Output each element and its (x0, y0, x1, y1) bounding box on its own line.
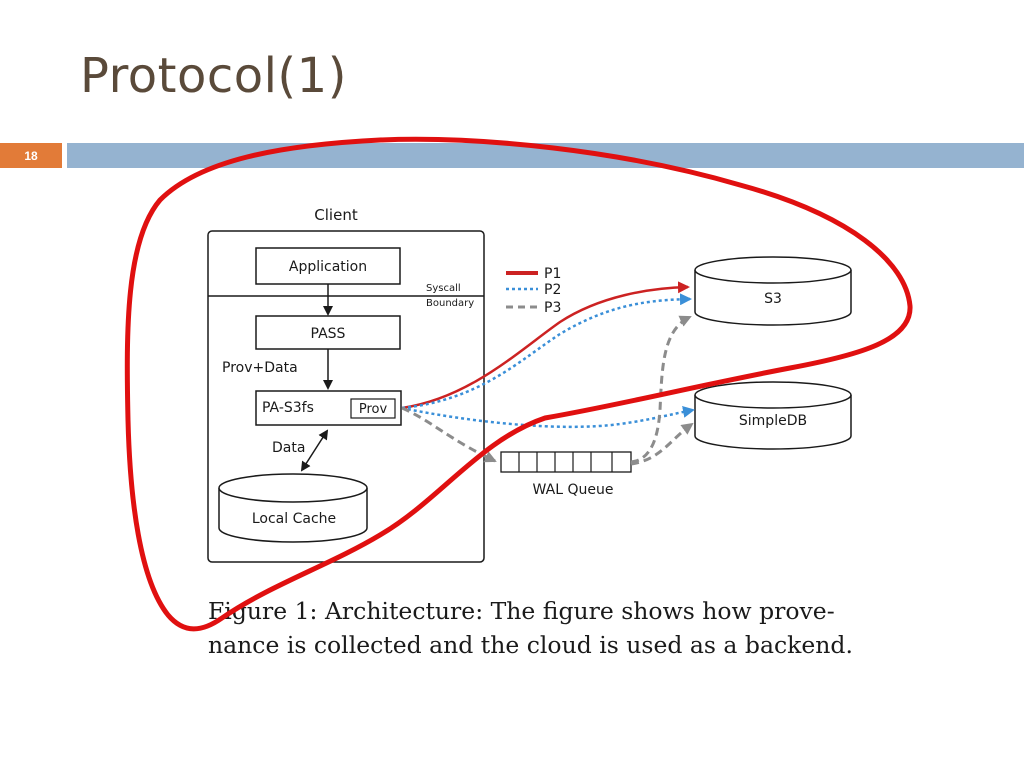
prov-label: Prov (359, 402, 388, 417)
legend: P1 P2 P3 (506, 266, 561, 316)
data-arrow (300, 429, 329, 472)
p3-path-simpledb (630, 422, 694, 466)
client-label: Client (314, 206, 358, 224)
slide-title: Protocol(1) (80, 48, 347, 104)
slide-number: 18 (0, 143, 62, 168)
simpledb-label: SimpleDB (739, 413, 807, 429)
legend-p2-label: P2 (544, 282, 561, 298)
local-cache-label: Local Cache (252, 511, 336, 527)
p3-path-wal (401, 406, 497, 463)
pa-s3fs-label: PA-S3fs (262, 400, 314, 416)
prov-data-label: Prov+Data (222, 360, 298, 376)
application-label: Application (289, 259, 367, 275)
p3-path-s3 (630, 315, 692, 464)
wal-queue-label: WAL Queue (533, 482, 614, 498)
data-label: Data (272, 440, 305, 456)
caption-line-1: Figure 1: Architecture: The figure shows… (208, 597, 835, 625)
syscall-label: Syscall (426, 283, 461, 294)
caption-line-2: nance is collected and the cloud is used… (208, 631, 853, 659)
wal-queue (500, 451, 632, 473)
legend-p1-label: P1 (544, 266, 561, 282)
s3-label: S3 (764, 291, 782, 307)
figure-caption: Figure 1: Architecture: The figure shows… (208, 594, 853, 662)
boundary-label: Boundary (426, 298, 474, 309)
p2-path-simpledb (401, 405, 695, 429)
legend-p3-label: P3 (544, 300, 561, 316)
pass-label: PASS (311, 326, 346, 342)
local-cache-cylinder (218, 473, 368, 543)
